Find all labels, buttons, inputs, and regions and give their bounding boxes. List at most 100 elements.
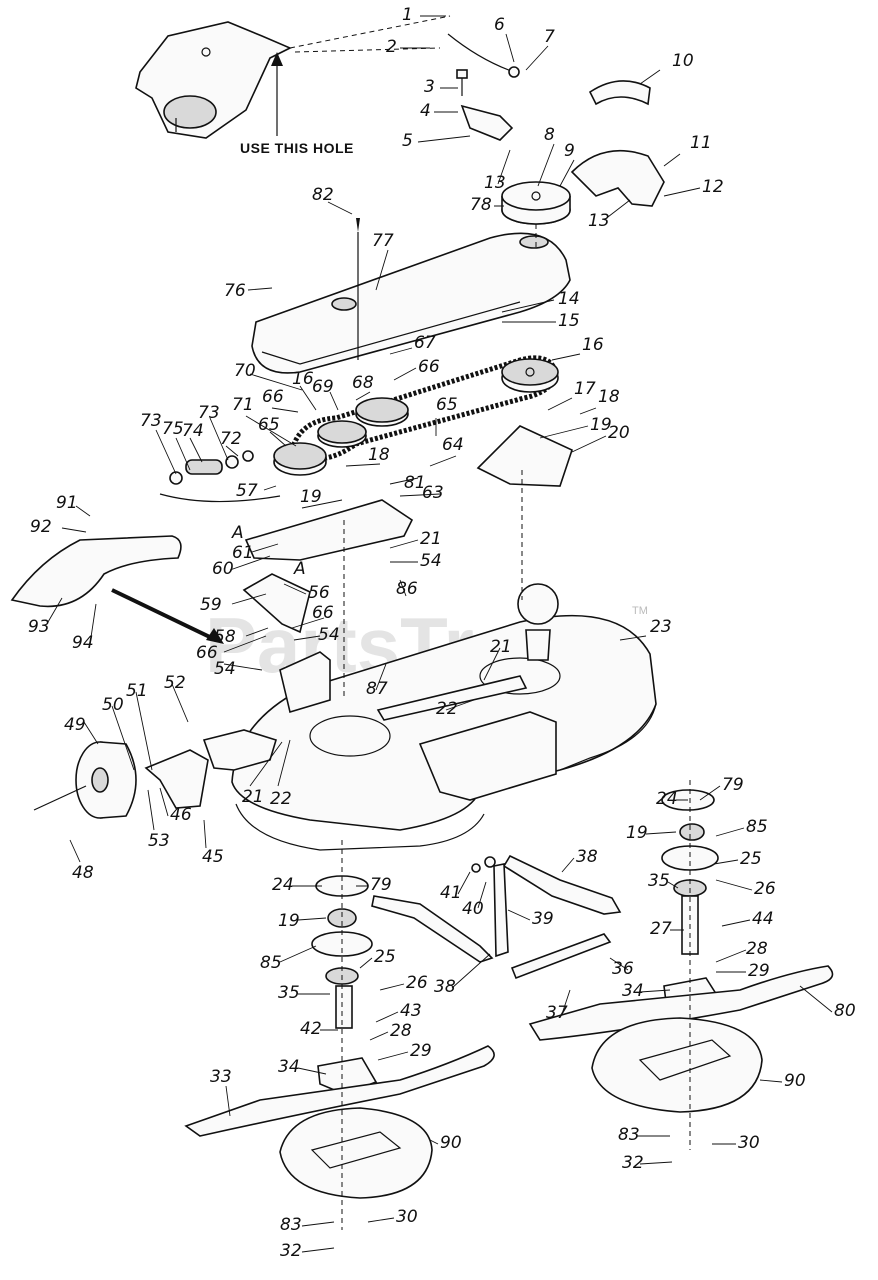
spindle-assembly-left [311,875,378,1095]
callout-label: 56 [308,583,330,603]
spindle-assembly-right [661,789,722,1013]
callout-label: 70 [234,361,256,381]
idler-plate-63 [244,499,414,561]
callout-label: 66 [312,603,334,623]
callout-label: 49 [64,715,86,735]
callout-label: A [231,523,244,543]
callout-label: 21 [242,787,264,807]
callout-label: 20 [608,423,630,443]
callout-label: 43 [400,1001,422,1021]
callout-label: 7 [544,27,555,47]
mower-deck-23 [231,614,657,851]
callout-label: 33 [210,1067,232,1087]
callout-label: 27 [650,919,672,939]
callout-label: 80 [834,1001,856,1021]
callout-label: 29 [410,1041,432,1061]
callout-label: 28 [746,939,768,959]
callout-label: 73 [198,403,220,423]
callout-label: 32 [622,1153,644,1173]
callout-label: 90 [440,1133,462,1153]
callout-label: 64 [442,435,464,455]
callout-label: 66 [262,387,284,407]
callout-label: 26 [406,973,428,993]
gearbox-housing [517,583,559,661]
arrow-to-deck [111,588,224,644]
callout-label: 65 [436,395,458,415]
callout-label: 54 [318,625,340,645]
callout-label: 18 [598,387,620,407]
callout-label: 83 [280,1215,302,1235]
callout-label: 8 [544,125,555,145]
bracket-plate-20 [476,425,573,487]
callout-label: 60 [212,559,234,579]
callout-label: 71 [232,395,254,415]
callout-label: 36 [612,959,634,979]
callout-label: 12 [702,177,724,197]
callout-label: 59 [200,595,222,615]
callout-label: 37 [546,1003,568,1023]
callout-label: 57 [236,481,258,501]
callout-label: 91 [56,493,78,513]
callout-label: 13 [588,211,610,231]
callout-label: 50 [102,695,124,715]
callout-label: 25 [374,947,396,967]
callout-label: 2 [386,37,397,57]
callout-label: 23 [650,617,672,637]
callout-label: 17 [574,379,596,399]
centerlines [341,224,691,1230]
callout-label: 63 [422,483,444,503]
callout-label: 74 [182,421,204,441]
callout-label: 35 [648,871,670,891]
tension-spring-73 [159,450,281,503]
callout-label: 26 [754,879,776,899]
gauge-wheel-49 [33,741,137,819]
callout-label: 85 [260,953,282,973]
callout-label: 66 [418,357,440,377]
callout-label: 9 [564,141,575,161]
callout-label: 21 [490,637,512,657]
callout-label: 22 [270,789,292,809]
callout-label: 41 [440,883,462,903]
belt-cover-77 [251,232,571,374]
blade-80 [528,965,834,1041]
callout-label: 30 [738,1133,760,1153]
callout-label: 53 [148,831,170,851]
callouts: 1 2 6 7 10 3 4 5 8 9 11 12 13 13 78 82 7… [28,5,856,1261]
callout-label: 52 [164,673,186,693]
callout-label: 51 [126,681,148,701]
callout-label: 54 [420,551,442,571]
callout-label: 40 [462,899,484,919]
spring-and-brackets [447,33,665,207]
callout-label: A [293,559,306,579]
pulley-65-left [273,442,327,476]
callout-label: 79 [370,875,392,895]
callout-label: 16 [582,335,604,355]
callout-label: 92 [30,517,52,537]
callout-label: 44 [752,909,774,929]
callout-label: 19 [626,823,648,843]
callout-label: 94 [72,633,94,653]
callout-label: 66 [196,643,218,663]
callout-label: 10 [672,51,694,71]
pulley-65-mid [355,397,409,427]
callout-label: 14 [558,289,580,309]
use-this-hole-note: USE THIS HOLE [240,140,354,156]
callout-label: 35 [278,983,300,1003]
callout-label: 6 [494,15,505,35]
wheel-arm-52 [202,729,277,771]
callout-label: 24 [272,875,294,895]
callout-label: 58 [214,627,236,647]
callout-label: 86 [396,579,418,599]
callout-label: 32 [280,1241,302,1261]
callout-label: 85 [746,817,768,837]
callout-label: 87 [366,679,388,699]
callout-label: 28 [390,1021,412,1041]
callout-label: 25 [740,849,762,869]
wheel-bracket-51 [144,749,209,809]
callout-label: 73 [140,411,162,431]
blade-adapter-90-left [279,1107,433,1199]
callout-label: 77 [372,231,394,251]
callout-label: 45 [202,847,224,867]
callout-label: 83 [618,1125,640,1145]
